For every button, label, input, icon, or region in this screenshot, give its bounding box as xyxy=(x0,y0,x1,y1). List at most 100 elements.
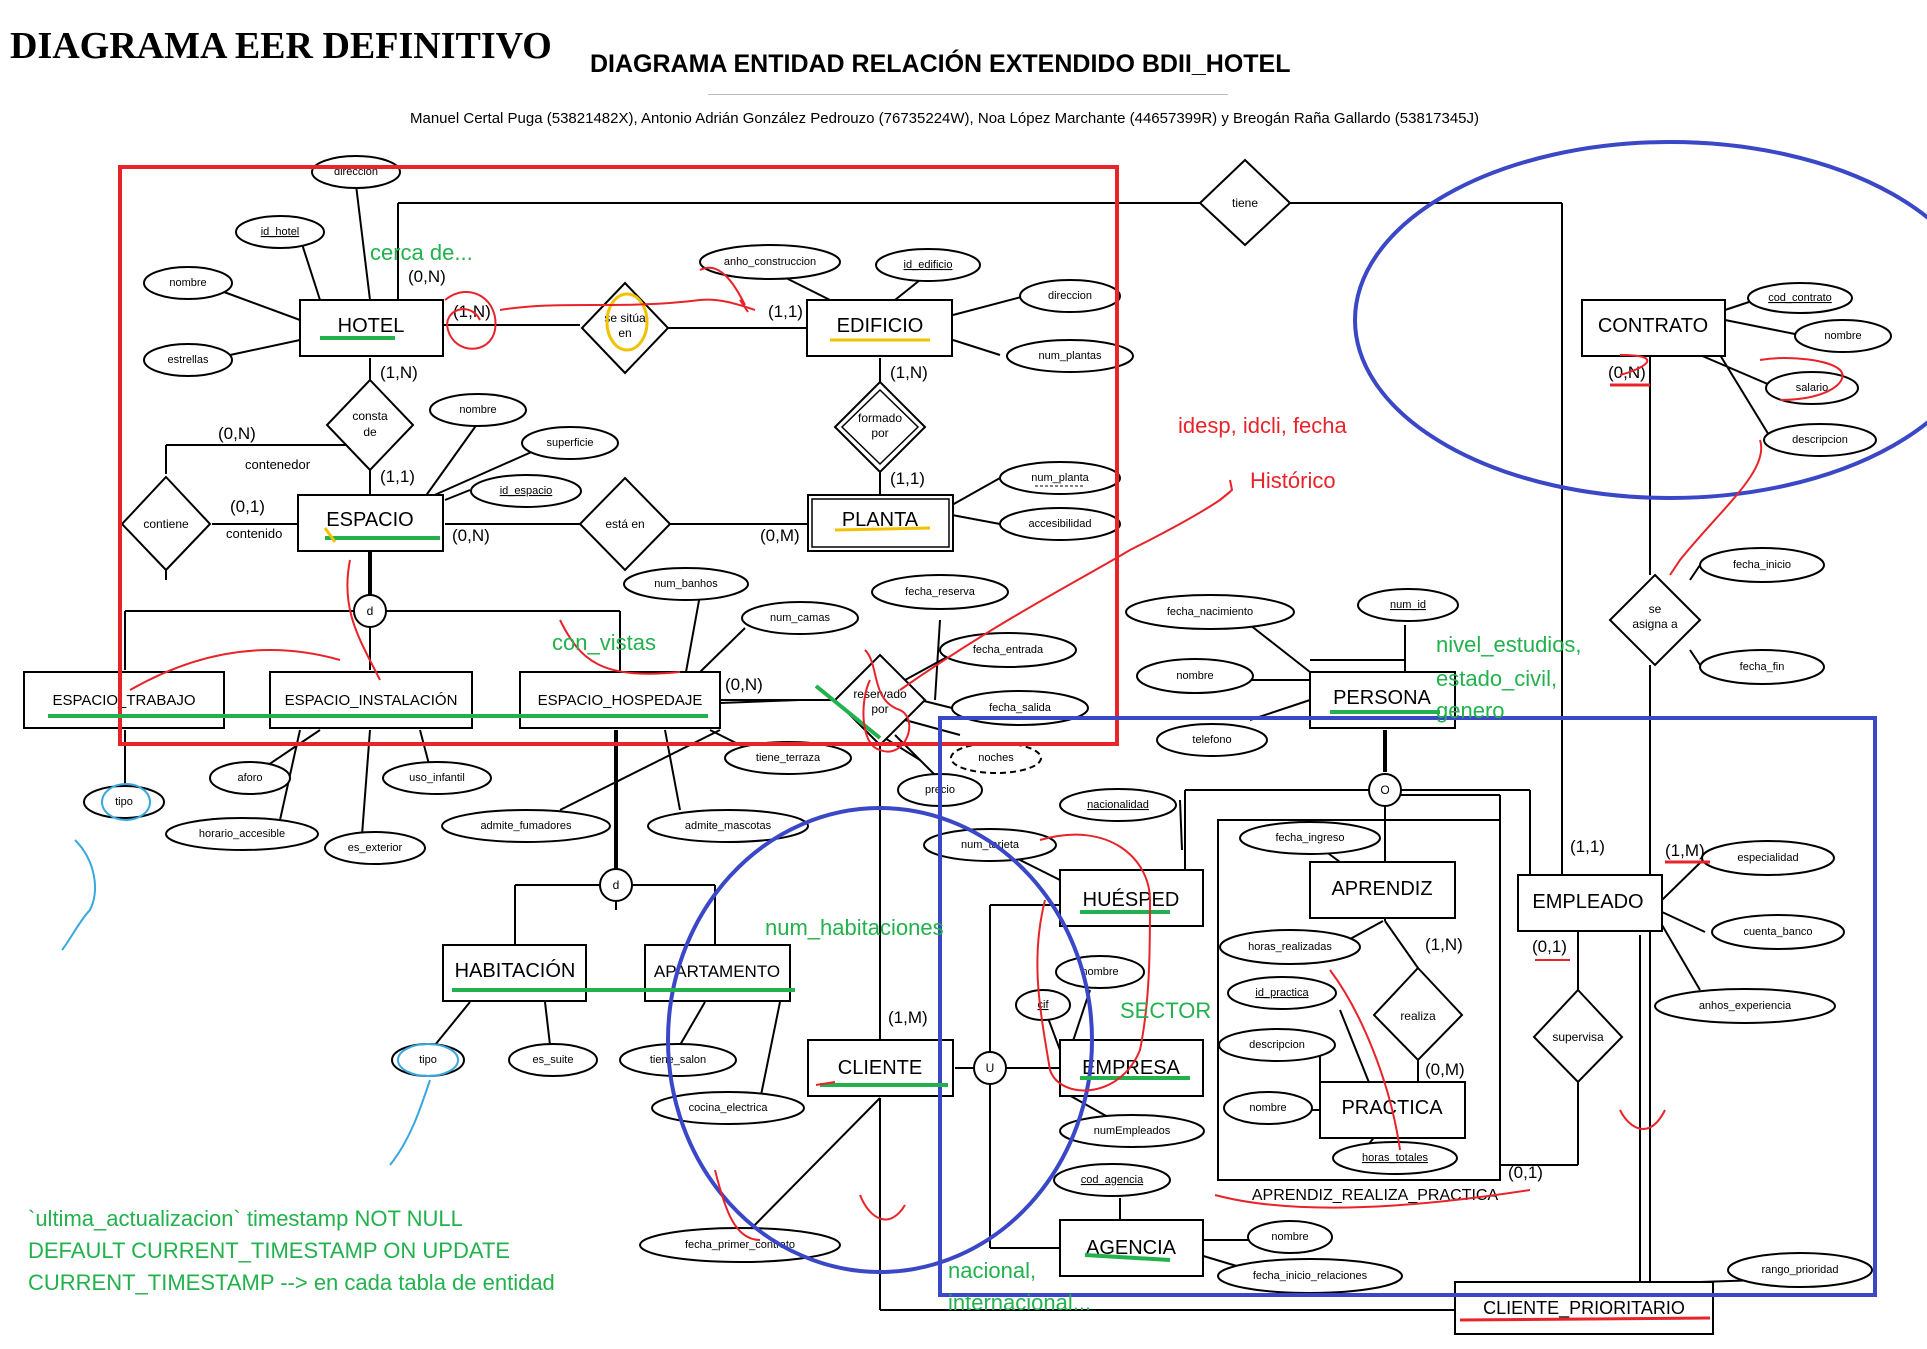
svg-text:tiene_terraza: tiene_terraza xyxy=(756,752,821,764)
svg-text:descripcion: descripcion xyxy=(1249,1039,1305,1051)
card-espacio-consta: (1,1) xyxy=(380,467,415,486)
card-empleado-supervisa: (1,M) xyxy=(1665,841,1705,860)
rel-esta-en: está en xyxy=(605,517,644,531)
entity-espacio-instalacion: ESPACIO_INSTALACIÓN xyxy=(285,692,458,709)
card-aprendiz-realiza: (1,N) xyxy=(1425,935,1463,954)
green-underlines xyxy=(48,336,1440,1262)
svg-text:fecha_nacimiento: fecha_nacimiento xyxy=(1167,606,1253,618)
svg-text:num_id: num_id xyxy=(1390,599,1426,611)
svg-text:aforo: aforo xyxy=(237,772,262,784)
svg-text:fecha_entrada: fecha_entrada xyxy=(973,644,1044,656)
attr-habitacion-tipo: tipo xyxy=(391,1043,465,1077)
main-title: DIAGRAMA EER DEFINITIVO xyxy=(10,25,552,67)
blue-region-box xyxy=(938,716,1877,1297)
attr-horario-accesible: horario_accesible xyxy=(165,817,319,851)
svg-text:nombre: nombre xyxy=(1249,1102,1286,1114)
attr-cuenta-banco: cuenta_banco xyxy=(1711,914,1845,950)
card-contenedor: (0,N) xyxy=(218,424,256,443)
blue-circle-cliente xyxy=(666,806,1094,1274)
card-hotel-tiene: (0,N) xyxy=(408,267,446,286)
attr-cocina-electrica: cocina_electrica xyxy=(651,1091,805,1125)
svg-text:salario: salario xyxy=(1796,382,1828,394)
svg-text:cod_agencia: cod_agencia xyxy=(1081,1174,1144,1186)
spec-cliente-symbol: U xyxy=(986,1061,995,1075)
svg-text:fecha_primer_contrato: fecha_primer_contrato xyxy=(685,1239,795,1251)
svg-text:anho_construccion: anho_construccion xyxy=(724,256,816,268)
card-contenido: (0,1) xyxy=(230,497,265,516)
rel-realiza: realiza xyxy=(1400,1009,1436,1023)
svg-text:superficie: superficie xyxy=(546,437,593,449)
attr-practica-nombre: nombre xyxy=(1223,1091,1313,1125)
note-nivel-3: genero xyxy=(1436,698,1505,723)
entity-persona: PERSONA xyxy=(1333,687,1431,709)
svg-text:nombre: nombre xyxy=(1176,670,1213,682)
note-sql-2: DEFAULT CURRENT_TIMESTAMP ON UPDATE xyxy=(28,1238,510,1263)
attr-fecha-inicio-relaciones: fecha_inicio_relaciones xyxy=(1217,1258,1403,1294)
svg-text:admite_fumadores: admite_fumadores xyxy=(480,820,572,832)
svg-text:fecha_ingreso: fecha_ingreso xyxy=(1275,832,1344,844)
svg-text:fecha_fin: fecha_fin xyxy=(1740,661,1785,673)
attr-num-planta: num_planta xyxy=(999,461,1121,495)
attr-es-suite: es_suite xyxy=(508,1043,598,1077)
attr-contrato-nombre: nombre xyxy=(1794,319,1892,353)
attr-espacio-nombre: nombre xyxy=(429,393,527,427)
svg-text:nacionalidad: nacionalidad xyxy=(1087,799,1149,811)
rel-se-asigna-a-line2: asigna a xyxy=(1632,617,1678,631)
svg-text:fecha_salida: fecha_salida xyxy=(989,702,1052,714)
note-sector: SECTOR xyxy=(1120,998,1211,1023)
attr-tiene-terraza: tiene_terraza xyxy=(724,741,852,775)
note-num-habitaciones: num_habitaciones xyxy=(765,915,944,940)
entity-empleado: EMPLEADO xyxy=(1532,891,1643,913)
diagram-subtitle: DIAGRAMA ENTIDAD RELACIÓN EXTENDIDO BDII… xyxy=(590,50,1291,78)
attr-edificio-direccion: direccion xyxy=(1019,279,1121,313)
svg-text:fecha_reserva: fecha_reserva xyxy=(905,586,976,598)
highlight-overlays xyxy=(48,140,1927,1322)
attr-persona-nombre: nombre xyxy=(1136,658,1254,694)
note-idesp: idesp, idcli, fecha xyxy=(1178,413,1348,438)
attr-id-espacio: id_espacio xyxy=(470,474,582,508)
entity-aprendiz: APRENDIZ xyxy=(1331,878,1432,900)
entity-cliente: CLIENTE xyxy=(838,1057,922,1079)
spec-hospedaje-symbol: d xyxy=(613,878,620,892)
svg-text:tipo: tipo xyxy=(419,1054,437,1066)
rel-se-asigna-a-line1: se xyxy=(1649,602,1662,616)
rel-supervisa: supervisa xyxy=(1552,1030,1604,1044)
attr-superficie: superficie xyxy=(521,426,619,460)
attr-num-plantas: num_plantas xyxy=(1006,339,1134,373)
entity-edificio: EDIFICIO xyxy=(837,315,924,337)
entities: HOTEL EDIFICIO ESPACIO PLANTA CONTRATO E… xyxy=(23,299,1726,1335)
svg-text:cif: cif xyxy=(1038,999,1050,1011)
svg-text:telefono: telefono xyxy=(1192,734,1231,746)
note-sql-1: `ultima_actualizacion` timestamp NOT NUL… xyxy=(28,1206,463,1231)
rel-formado-por-line1: formado xyxy=(858,411,902,425)
note-cerca-de: cerca de... xyxy=(370,240,473,265)
svg-text:id_espacio: id_espacio xyxy=(500,485,553,497)
svg-text:cocina_electrica: cocina_electrica xyxy=(689,1102,769,1114)
svg-text:nombre: nombre xyxy=(459,404,496,416)
svg-text:tiene_salon: tiene_salon xyxy=(650,1054,706,1066)
svg-text:anhos_experiencia: anhos_experiencia xyxy=(1699,1000,1792,1012)
svg-text:direccion: direccion xyxy=(1048,290,1092,302)
entity-planta: PLANTA xyxy=(842,509,919,531)
svg-text:cuenta_banco: cuenta_banco xyxy=(1743,926,1812,938)
card-espacio-esta: (0,N) xyxy=(452,526,490,545)
attr-uso-infantil: uso_infantil xyxy=(382,761,492,795)
attr-tiene-salon: tiene_salon xyxy=(619,1043,737,1077)
svg-text:especialidad: especialidad xyxy=(1737,852,1798,864)
rel-consta-de-line2: de xyxy=(363,425,377,439)
svg-text:noches: noches xyxy=(978,752,1014,764)
note-nivel-1: nivel_estudios, xyxy=(1436,632,1582,657)
svg-text:cod_contrato: cod_contrato xyxy=(1768,292,1832,304)
attr-horas-realizadas: horas_realizadas xyxy=(1219,929,1361,965)
entity-espacio-trabajo: ESPACIO_TRABAJO xyxy=(52,692,195,709)
entity-agencia: AGENCIA xyxy=(1086,1237,1177,1259)
cardinality-labels: (0,N) (1,N) (1,1) (1,N) (1,1) (1,N) (1,1… xyxy=(218,267,1705,1182)
card-edificio-situa: (1,1) xyxy=(768,302,803,321)
attr-num-id: num_id xyxy=(1357,588,1459,622)
svg-text:uso_infantil: uso_infantil xyxy=(409,772,465,784)
svg-text:rango_prioridad: rango_prioridad xyxy=(1761,1264,1838,1276)
attr-id-practica: id_practica xyxy=(1227,976,1337,1010)
attr-telefono: telefono xyxy=(1156,723,1268,757)
svg-text:id_hotel: id_hotel xyxy=(261,226,300,238)
